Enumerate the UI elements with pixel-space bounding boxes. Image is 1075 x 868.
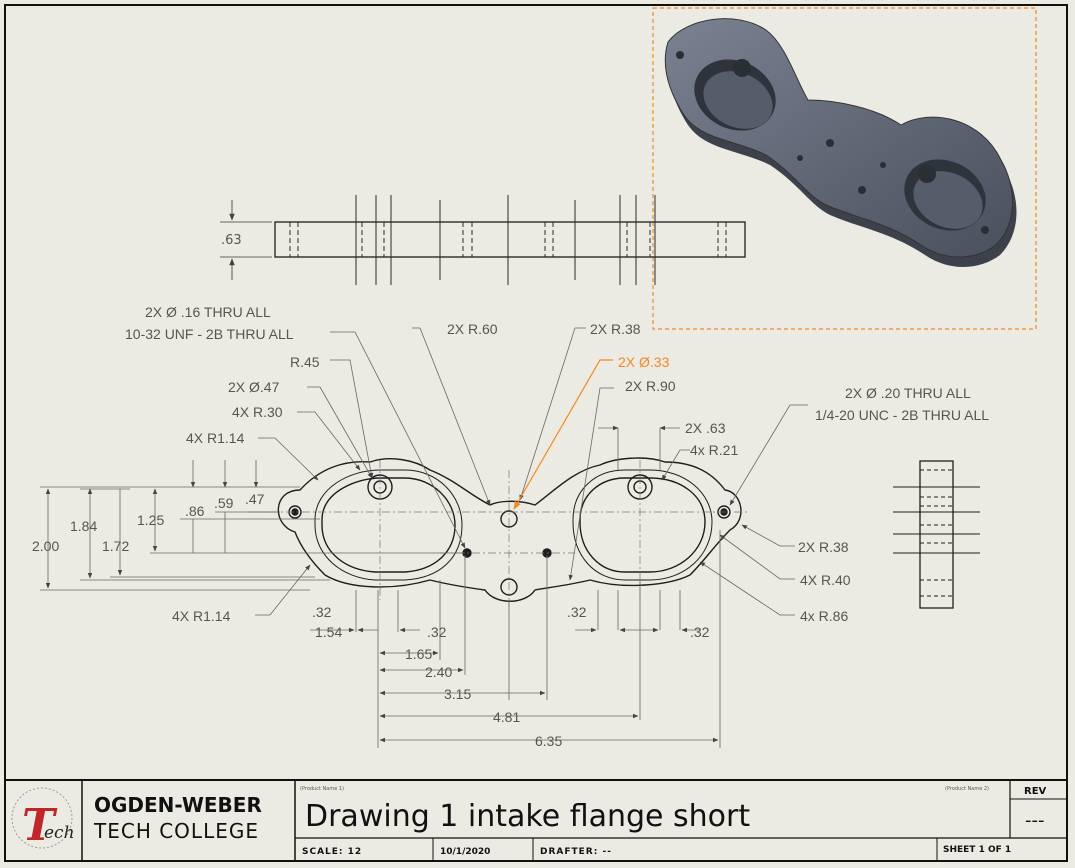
callout-c15: 4x R.86	[800, 608, 848, 624]
dim-h240: 2.40	[425, 664, 452, 680]
callout-c10a: 2X Ø .20 THRU ALL	[845, 385, 971, 401]
callout-c16: 4X R1.14	[172, 608, 231, 624]
callout-c8: 4X R.30	[232, 404, 283, 420]
dim-h165: 1.65	[405, 646, 432, 662]
logo-letter: T	[22, 800, 58, 851]
dim-h481: 4.81	[493, 709, 520, 725]
dim-h315: 3.15	[444, 686, 471, 702]
dim-h32c: .32	[567, 604, 587, 620]
callout-c10b: 1/4-20 UNC - 2B THRU ALL	[815, 407, 989, 423]
front-view[interactable]	[270, 457, 750, 610]
horizontal-dim-texts: .32 1.54 .32 1.65 2.40 3.15 4.81 6.35 .3…	[312, 604, 710, 749]
callout-c5: 2X R.90	[625, 378, 676, 394]
vertical-dim-texts: 2.00 1.84 1.25 1.72 .86 .59 .47	[32, 491, 265, 554]
scale-text: SCALE: 12	[302, 847, 362, 857]
title-block	[4, 779, 1068, 862]
dim-thickness: .63	[221, 233, 242, 248]
school-logo: T ech	[11, 787, 75, 851]
dim-184: 1.84	[70, 518, 97, 534]
sheet-text: SHEET 1 OF 1	[943, 845, 1011, 855]
side-view[interactable]	[893, 460, 980, 609]
dim-h32b: .32	[427, 624, 447, 640]
callout-c1a: 2X Ø .16 THRU ALL	[145, 304, 271, 320]
title-block-texts: OGDEN-WEBER TECH COLLEGE (Product Name 1…	[93, 786, 1047, 857]
dim-47: .47	[245, 491, 265, 507]
callout-c7: 2X Ø.47	[228, 379, 280, 395]
dim-86: .86	[185, 503, 205, 519]
drafter-text: DRAFTER: --	[540, 847, 612, 857]
callout-texts: 2X Ø .16 THRU ALL 10-32 UNF - 2B THRU AL…	[125, 304, 989, 624]
callout-c14: 4X R.40	[800, 572, 851, 588]
callout-c3: 2X R.38	[590, 321, 641, 337]
tiny-label-left: (Product Name 1)	[300, 786, 344, 792]
callout-c4: 2X Ø.33	[618, 354, 670, 370]
dim-172: 1.72	[102, 538, 129, 554]
callout-c12: 4x R.21	[690, 442, 738, 458]
view-selection-frame	[652, 7, 1037, 330]
callout-c11: 2X .63	[685, 420, 726, 436]
highlight-leader	[513, 359, 613, 510]
dim-200: 2.00	[32, 538, 59, 554]
dim-h635: 6.35	[535, 733, 562, 749]
date-text: 10/1/2020	[440, 847, 490, 857]
callout-c2: 2X R.60	[447, 321, 498, 337]
dim-125: 1.25	[137, 512, 164, 528]
isometric-view[interactable]	[652, 7, 1037, 330]
callout-c13: 2X R.38	[798, 539, 849, 555]
callout-c1b: 10-32 UNF - 2B THRU ALL	[125, 326, 294, 342]
dimension-lines	[40, 327, 808, 748]
iso-part	[664, 18, 1017, 268]
school-line2: TECH COLLEGE	[93, 819, 259, 843]
rev-value: ---	[1025, 810, 1045, 831]
callout-c6: R.45	[290, 354, 320, 370]
drawing-title: Drawing 1 intake flange short	[305, 799, 750, 834]
dim-h32d: .32	[690, 624, 710, 640]
rev-label: REV	[1024, 786, 1047, 797]
dim-h32a: .32	[312, 604, 332, 620]
tiny-label-right: (Product Name 2)	[945, 786, 989, 792]
logo-ring	[11, 787, 73, 849]
dim-59: .59	[214, 495, 234, 511]
top-view[interactable]	[220, 195, 746, 285]
school-line1: OGDEN-WEBER	[94, 793, 262, 817]
callout-c9: 4X R1.14	[186, 430, 245, 446]
dim-h154: 1.54	[315, 624, 342, 640]
logo-sub: ech	[44, 823, 75, 843]
